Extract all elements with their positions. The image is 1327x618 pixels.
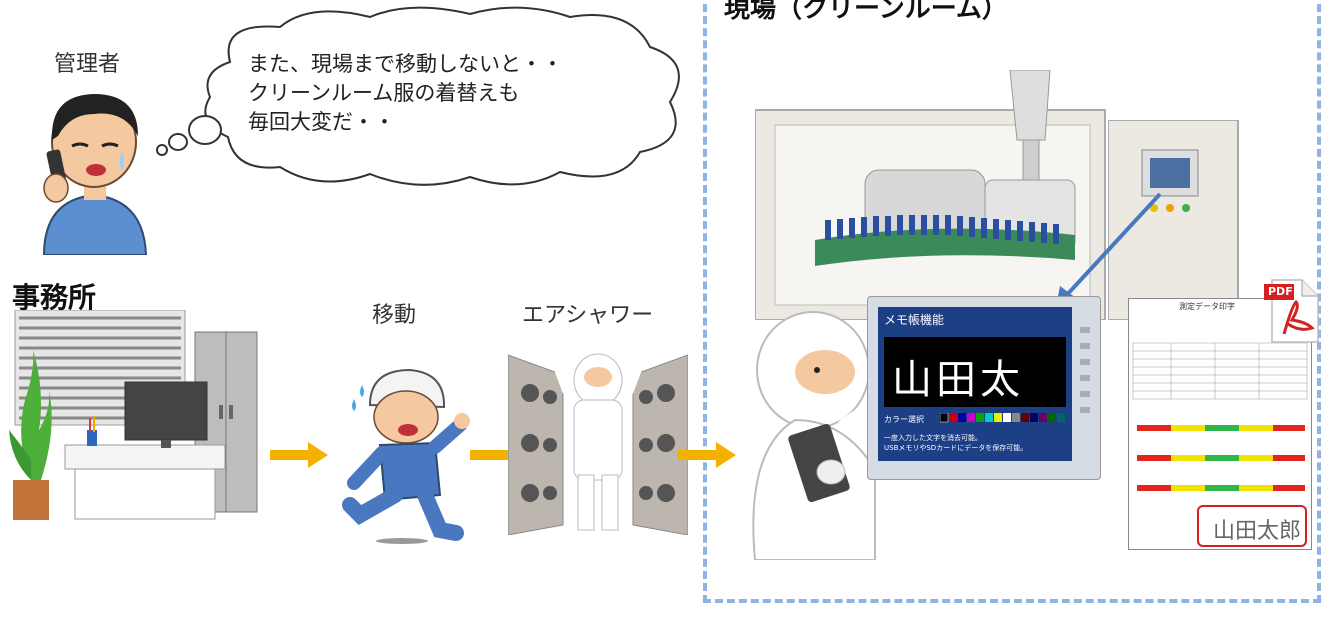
- move-label: 移動: [372, 303, 417, 328]
- hmi-signature: 山田太郎: [892, 357, 1024, 403]
- doc-signature: 山田太郎: [1213, 519, 1302, 544]
- office-label: 事務所: [12, 281, 97, 314]
- pdf-label: PDF: [1268, 285, 1293, 298]
- doc-title: 測定データ印字: [1179, 302, 1235, 311]
- hmi-note-2: USBメモリやSDカードにデータを保存可能。: [884, 444, 1028, 452]
- cleanroom-worker-illustration: [752, 311, 882, 560]
- hmi-color-label: カラー選択: [884, 415, 924, 424]
- arrow-right-icon-3: [678, 442, 736, 468]
- thought-bubble: [156, 6, 680, 186]
- packaging-machine-illustration: [755, 70, 1106, 320]
- bubble-line-3: 毎回大変だ・・: [248, 110, 395, 134]
- control-cabinet: [1108, 120, 1239, 320]
- airshower-label: エアシャワー: [522, 303, 654, 328]
- airshower-illustration: [508, 345, 688, 535]
- hmi-side-buttons[interactable]: [1080, 327, 1090, 457]
- bubble-line-2: クリーンルーム服の着替えも: [248, 81, 520, 105]
- pdf-icon: [1264, 279, 1319, 343]
- hmi-panel: メモ帳機能 山田太郎 カラー選択 一度入力した文字を消去可能。 USBメモリやS…: [867, 296, 1101, 480]
- hmi-color-palette[interactable]: [940, 413, 1066, 423]
- office-illustration: [9, 310, 258, 520]
- hmi-note-1: 一度入力した文字を消去可能。: [884, 434, 982, 442]
- manager-illustration: [42, 94, 148, 255]
- cleanroom-title: 現場（クリーンルーム）: [724, 0, 1008, 24]
- arrow-right-icon-1: [270, 442, 328, 468]
- cleanroom-frame: [703, 0, 1321, 603]
- hmi-memo-area[interactable]: 山田太郎: [884, 337, 1066, 407]
- doc-table: [1132, 342, 1308, 491]
- hmi-title: メモ帳機能: [884, 313, 945, 327]
- running-worker-illustration: [342, 368, 470, 544]
- hmi-screen: メモ帳機能 山田太郎 カラー選択 一度入力した文字を消去可能。 USBメモリやS…: [878, 307, 1072, 461]
- bubble-line-1: また、現場まで移動しないと・・: [248, 52, 563, 76]
- manager-label: 管理者: [54, 52, 121, 77]
- doc-signature-box: 山田太郎: [1197, 505, 1307, 547]
- connector-arrow: [1056, 192, 1162, 306]
